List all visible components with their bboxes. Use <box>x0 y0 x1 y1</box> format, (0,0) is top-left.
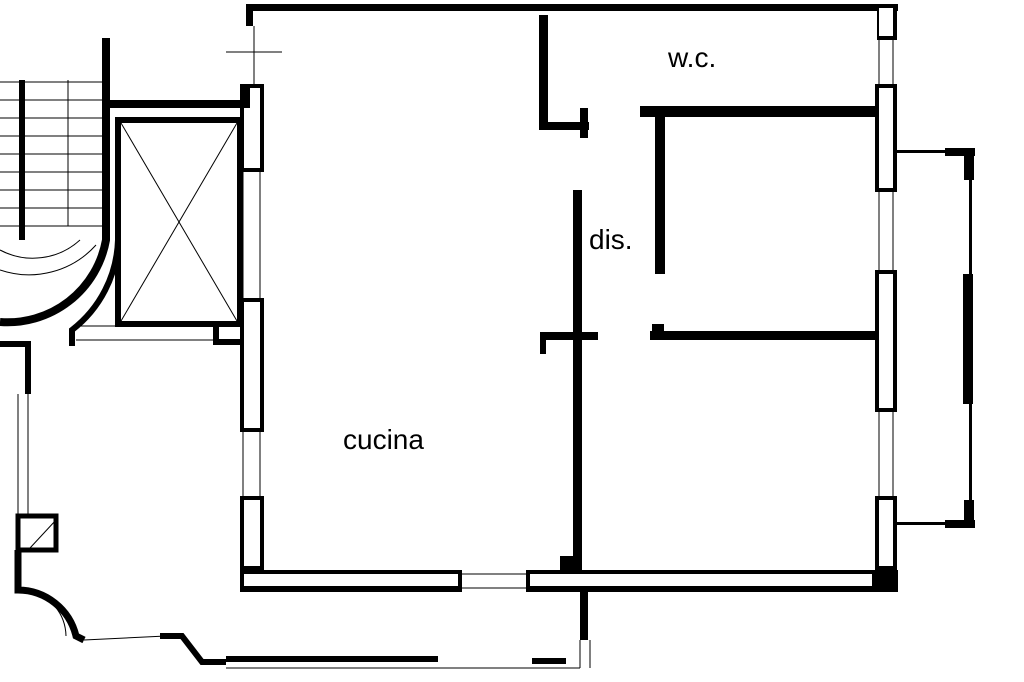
room-label-corridor: dis. <box>589 224 633 255</box>
room-label-kitchen: cucina <box>343 424 424 455</box>
interior-walls <box>539 15 877 574</box>
staircase <box>0 80 121 346</box>
exterior-walls <box>240 4 898 592</box>
exterior-wall-inner-lines <box>244 8 893 586</box>
room-label-wc: w.c. <box>668 42 717 73</box>
entrance-area <box>0 341 591 669</box>
elevator-shaft <box>76 38 250 345</box>
balcony <box>897 148 975 528</box>
